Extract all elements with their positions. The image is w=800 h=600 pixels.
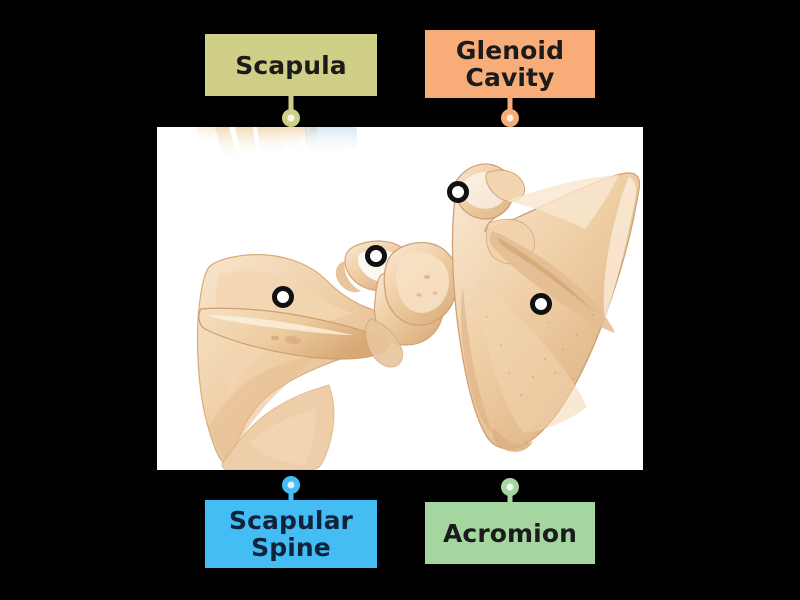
connector-scapular-spine bbox=[282, 476, 300, 502]
hotspot-marker-1[interactable] bbox=[272, 286, 294, 308]
connector-stem bbox=[507, 98, 513, 118]
scapula-artwork bbox=[157, 127, 643, 470]
scapula-diagram-image bbox=[157, 127, 643, 470]
hotspot-marker-4[interactable] bbox=[530, 293, 552, 315]
connector-knob bbox=[282, 109, 300, 127]
connector-glenoid-cavity bbox=[501, 98, 519, 127]
label-acromion[interactable]: Acromion bbox=[425, 502, 595, 564]
connector-knob bbox=[501, 109, 519, 127]
scapula-anterior-view bbox=[196, 240, 459, 470]
connector-knob bbox=[501, 478, 519, 496]
cropped-figure-remnant bbox=[197, 127, 357, 161]
connector-acromion bbox=[501, 478, 519, 504]
connector-stem bbox=[288, 96, 294, 118]
connector-knob bbox=[282, 476, 300, 494]
label-scapula[interactable]: Scapula bbox=[205, 34, 377, 96]
label-glenoid-cavity[interactable]: Glenoid Cavity bbox=[425, 30, 595, 98]
connector-scapula bbox=[282, 96, 300, 127]
hotspot-marker-2[interactable] bbox=[365, 245, 387, 267]
hotspot-marker-3[interactable] bbox=[447, 181, 469, 203]
label-scapular-spine[interactable]: Scapular Spine bbox=[205, 500, 377, 568]
